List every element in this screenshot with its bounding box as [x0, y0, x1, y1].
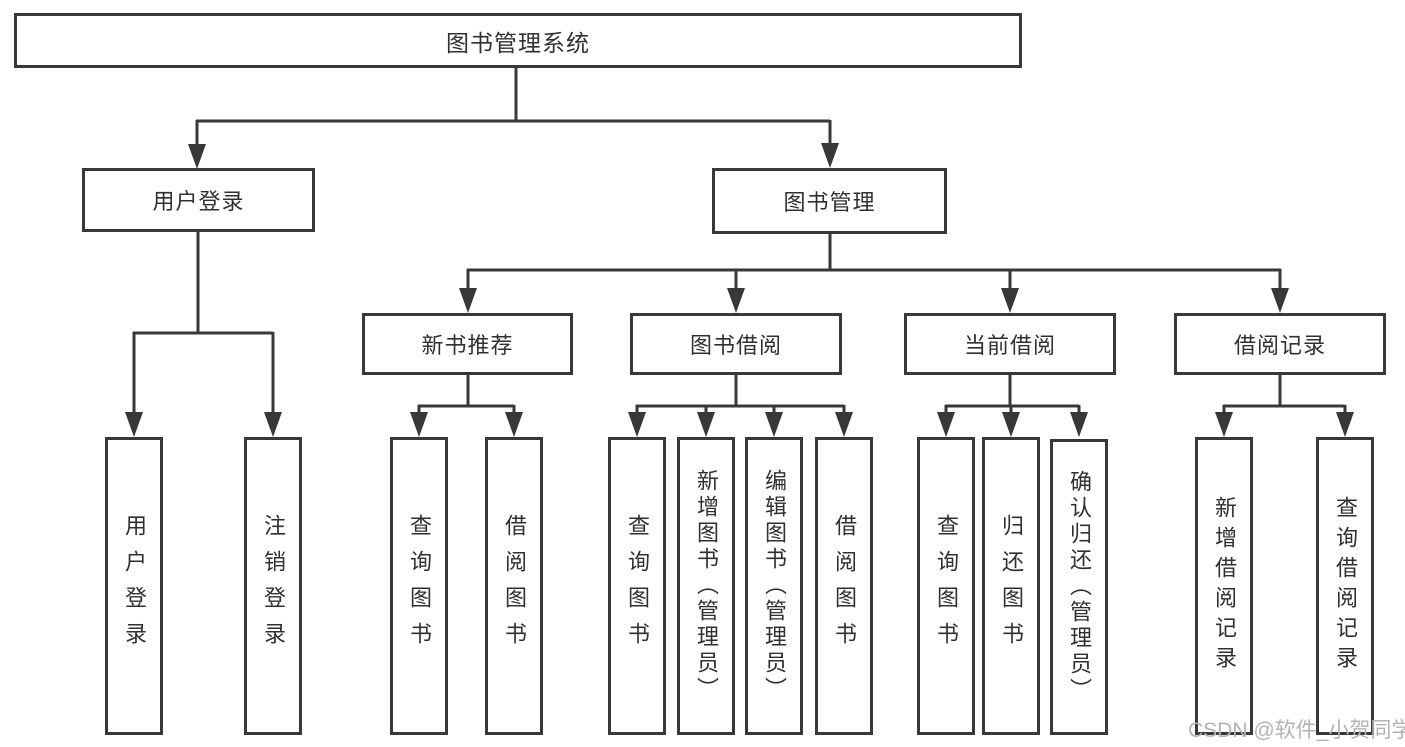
arrowhead	[264, 412, 282, 437]
leaf-current-query-books: 查询图书	[917, 437, 975, 735]
arrowhead	[1336, 412, 1354, 437]
leaf-borrow-add-books-admin: 新增图书（管理员）	[677, 437, 735, 735]
arrowhead	[1002, 412, 1020, 437]
arrowhead	[1001, 288, 1019, 313]
leaf-borrow-query-books: 查询图书	[608, 437, 666, 735]
leaf-borrow-borrow-books: 借阅图书	[815, 437, 873, 735]
node-current-borrowing: 当前借阅	[904, 313, 1116, 375]
node-borrowing-records: 借阅记录	[1174, 313, 1386, 375]
arrowhead	[628, 412, 646, 437]
leaf-logout: 注销登录	[244, 437, 302, 735]
node-book-management: 图书管理	[712, 168, 947, 234]
csdn-watermark: CSDN @软件_小贺同学	[1188, 719, 1405, 742]
arrowhead	[1271, 288, 1289, 313]
leaf-record-add-borrow-record: 新增借阅记录	[1195, 437, 1253, 735]
arrowhead	[459, 288, 477, 313]
leaf-newbook-borrow-books: 借阅图书	[485, 437, 543, 735]
leaf-record-query-borrow-record: 查询借阅记录	[1316, 437, 1374, 735]
node-book-borrowing: 图书借阅	[630, 313, 842, 375]
leaf-newbook-query-books: 查询图书	[390, 437, 448, 735]
arrowhead	[727, 288, 745, 313]
node-library-management-system: 图书管理系统	[14, 13, 1022, 68]
arrowhead	[410, 412, 428, 437]
arrowhead	[1070, 412, 1088, 437]
arrowhead	[835, 412, 853, 437]
leaf-current-confirm-return-admin: 确认归还（管理员）	[1050, 439, 1108, 735]
arrowhead	[1215, 412, 1233, 437]
node-new-book-recommendation: 新书推荐	[362, 313, 573, 375]
arrowhead	[697, 412, 715, 437]
leaf-borrow-edit-books-admin: 编辑图书（管理员）	[745, 437, 803, 735]
arrowhead	[188, 144, 206, 169]
node-user-login: 用户登录	[82, 168, 315, 232]
leaf-current-return-books: 归还图书	[982, 437, 1040, 735]
leaf-user-login: 用户登录	[105, 437, 163, 735]
arrowhead	[937, 412, 955, 437]
arrowhead	[125, 412, 143, 437]
arrowhead	[765, 412, 783, 437]
arrowhead	[505, 412, 523, 437]
arrowhead	[821, 143, 839, 168]
